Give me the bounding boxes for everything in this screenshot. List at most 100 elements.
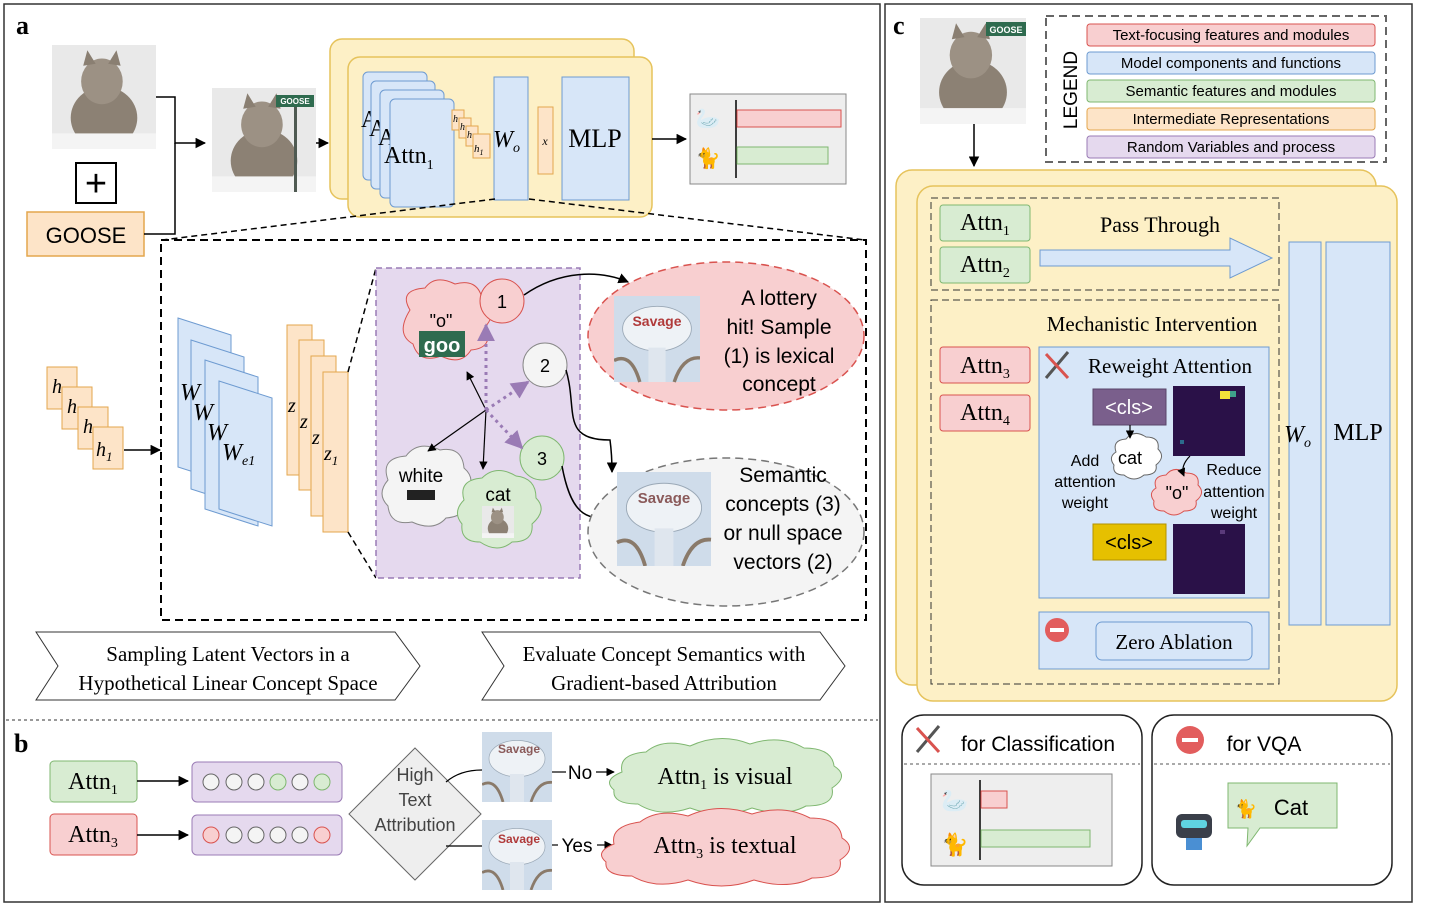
c-goose-sign: [986, 22, 1026, 36]
output-prediction-box: [689, 93, 847, 185]
c-attn2-box: [939, 246, 1031, 284]
b-diamond-line-2: Text: [398, 790, 431, 810]
panel-c-border: [884, 3, 1413, 903]
legend-label-1: Model components and functions: [1121, 55, 1341, 72]
b-diamond-line-3: Attribution: [374, 815, 455, 835]
semantic-line-4: vectors (2): [733, 551, 832, 574]
c-attn4-label: Attn4: [960, 400, 1010, 429]
x-label: x: [541, 134, 548, 148]
goo-sign: [419, 331, 465, 357]
b-attn1-label: Attn1: [68, 769, 118, 798]
step-arrow-evaluate: [481, 631, 846, 701]
classification-goose-bar: [980, 790, 1008, 809]
lottery-line-2: hit! Sample: [726, 316, 831, 339]
goose-icon: 🦢: [696, 108, 721, 130]
vqa-answer-label: Cat: [1274, 795, 1308, 820]
add-line-2: attention: [1054, 474, 1115, 491]
b-result-visual: Attn1 is visual: [657, 764, 792, 793]
zoom-detail-box: [160, 239, 867, 621]
classification-output-box: [930, 773, 1113, 867]
white-sample-image: [407, 490, 435, 500]
b-vector-attn3-dots: [202, 826, 331, 844]
zoom-line-left: [161, 198, 496, 241]
result-tower-image-2: [616, 472, 712, 566]
c-attn4-box: [939, 394, 1031, 432]
semantic-line-3: or null space: [723, 522, 842, 545]
b-tower-image-yes: [482, 820, 552, 890]
zoom-z-top: [347, 267, 377, 373]
plus-sign: +: [85, 163, 107, 205]
classification-goose-icon: 🦢: [941, 788, 968, 813]
wo-label: Wo: [493, 127, 520, 156]
c-goose-sign-text: GOOSE: [989, 25, 1022, 35]
h-big-1: h: [52, 376, 62, 398]
result-tower-image-1: [614, 294, 700, 384]
attn-cell-faint: [1220, 530, 1225, 534]
mlp-block: [561, 76, 630, 201]
add-line-1: Add: [1071, 453, 1099, 470]
sample-arrow-2: [485, 380, 530, 412]
plus-box: [75, 162, 117, 204]
h-small-1: h: [453, 114, 458, 125]
connector-text-to-composite: [144, 143, 176, 235]
panel-label-b: b: [14, 729, 28, 758]
intervention-title: Mechanistic Intervention: [1047, 312, 1258, 336]
attention-map-bottom: [1173, 524, 1245, 594]
sample-arrow-3: [484, 408, 524, 450]
panel-label-c: c: [893, 11, 905, 40]
cls-token-purple-label: <cls>: [1105, 397, 1153, 419]
intervention-group: [930, 299, 1280, 685]
legend-swatch-0: [1086, 23, 1376, 47]
legend-swatch-1: [1086, 51, 1376, 75]
classification-cat-bar: [980, 829, 1091, 848]
connector-sample1-to-result: [523, 273, 629, 296]
c-attn3-label: Attn3: [960, 353, 1010, 382]
semantic-line-1: Semantic: [739, 464, 827, 487]
z1-label: z1: [323, 443, 338, 468]
b-diamond-line-1: High: [396, 765, 433, 785]
classification-tools-icon: [915, 725, 941, 754]
panel-ab-border: [3, 3, 881, 903]
c-wo-label: Wo: [1284, 422, 1311, 451]
arrow-to-cat: [479, 409, 488, 470]
x-vector: [537, 106, 554, 175]
step-sampling-line-1: Sampling Latent Vectors in a: [106, 642, 350, 666]
tools-icon: [1044, 351, 1070, 380]
wo-block: [493, 76, 529, 201]
classification-cat-icon: 🐈: [941, 832, 968, 857]
step-arrow-sampling: [35, 631, 421, 701]
b-vector-attn1-dots: [202, 773, 331, 791]
b-result-textual-cloud: [601, 807, 850, 887]
mlp-label: MLP: [568, 124, 621, 153]
attention-map-top: [1173, 386, 1245, 456]
h-vector-stack-small: h h h h1: [451, 109, 491, 159]
reweight-title: Reweight Attention: [1088, 354, 1252, 378]
sample-3-label: 3: [537, 449, 547, 469]
attn1-label: Attn1: [384, 143, 434, 173]
h-big-2: h: [67, 396, 77, 418]
b-result-textual: Attn3 is textual: [654, 833, 797, 862]
h1-big: h1: [96, 439, 113, 464]
b-no-label: No: [568, 763, 592, 784]
h-big-3: h: [83, 416, 93, 438]
vqa-cat-icon: 🐈: [1235, 798, 1257, 819]
o-token-cloud: [1150, 469, 1202, 516]
lottery-line-4: concept: [742, 373, 816, 396]
pass-through-arrow: [1039, 237, 1274, 279]
sample-2-circle: [522, 342, 568, 388]
c-mlp-block: [1325, 241, 1391, 626]
legend-label-4: Random Variables and process: [1127, 139, 1335, 156]
encoder-weight-stack: W W W We1: [177, 317, 273, 527]
c-mlp-label: MLP: [1333, 420, 1382, 446]
h-vector-stack: h h h h1: [46, 366, 124, 470]
we1-label: We1: [222, 440, 255, 469]
vqa-minus-icon-bar: [1182, 738, 1198, 742]
legend-items: Text-focusing features and modulesModel …: [1086, 23, 1376, 159]
step-evaluate-line-1: Evaluate Concept Semantics with: [523, 642, 806, 666]
add-line-3: weight: [1061, 495, 1109, 512]
attn-cell-hot: [1220, 391, 1230, 399]
sample-3-circle: [519, 435, 565, 481]
zero-ablation-label: Zero Ablation: [1115, 630, 1233, 654]
legend-swatch-2: [1086, 79, 1376, 103]
